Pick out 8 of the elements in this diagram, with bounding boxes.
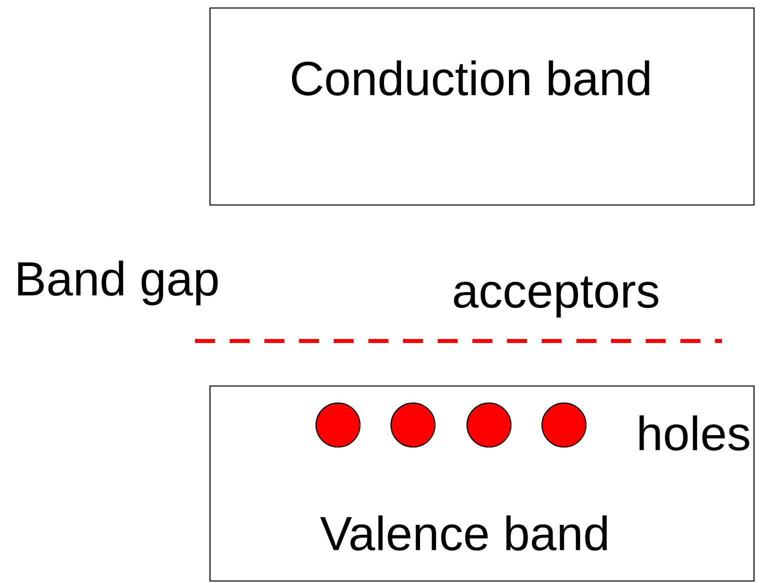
- band-box: Conduction band: [209, 7, 755, 206]
- label-text: holes: [640, 415, 750, 451]
- hole-dot: [390, 402, 436, 448]
- hole-dot: [315, 402, 361, 448]
- hole-dot: [541, 402, 587, 448]
- hole-dot: [466, 402, 512, 448]
- label-text: acceptors: [454, 276, 658, 318]
- label-text: Band gap: [18, 260, 218, 306]
